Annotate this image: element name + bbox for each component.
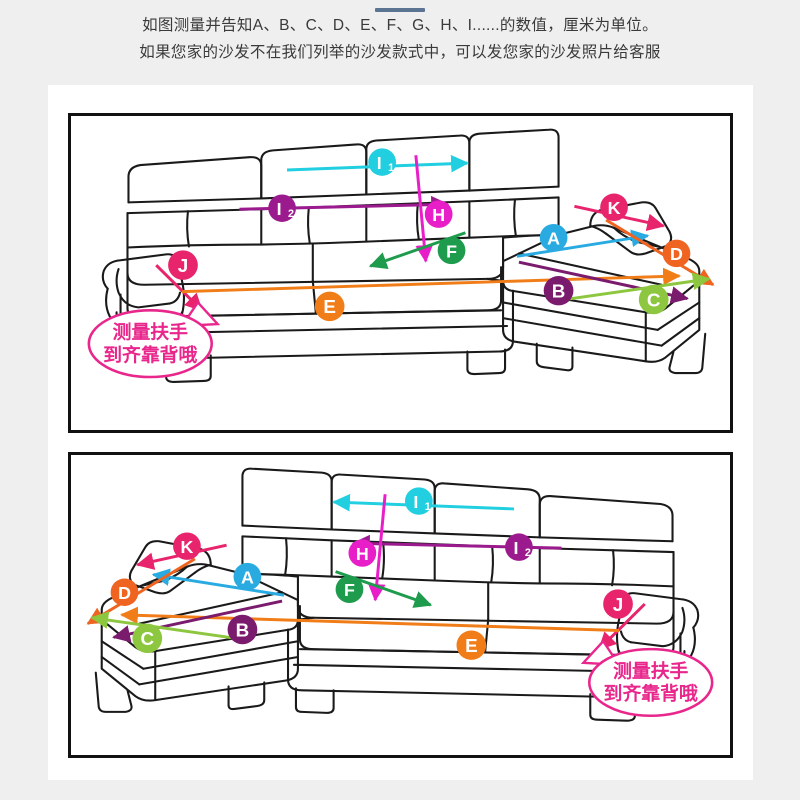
sofa-diagram-left-chaise: 测量扶手 到齐靠背哦 I 2 I 1 H: [86, 467, 714, 722]
figure-bottom-box: 测量扶手 到齐靠背哦 I 2 I 1 H: [68, 452, 733, 758]
label-badges: I 2 I 1 H J E: [110, 487, 633, 660]
badge-K-text: K: [181, 537, 194, 557]
badge-J-text: J: [613, 594, 623, 615]
measurement-arrows: [86, 493, 646, 651]
sofa-diagram-right-chaise: 测量扶手 到齐靠背哦 I 2 I 1 H: [87, 128, 715, 383]
badge-E: E: [456, 630, 487, 660]
badge-C-text: C: [141, 628, 155, 649]
callout-line-2: 到齐靠背哦: [604, 683, 698, 704]
badge-J-text: J: [178, 255, 188, 276]
badge-H-text: H: [356, 544, 369, 564]
badge-B: B: [543, 275, 574, 306]
arrow-J: [155, 264, 203, 312]
arrow-A: [516, 229, 650, 258]
callout-bubble-bottom: [580, 639, 714, 718]
callout-line-2: 到齐靠背哦: [103, 344, 197, 365]
badge-A-text: A: [241, 568, 254, 588]
measurement-arrows: [155, 154, 715, 312]
badge-I1-sub: 1: [425, 501, 431, 513]
badge-K: K: [173, 532, 201, 560]
arrow-J: [598, 602, 646, 651]
badge-D: D: [662, 239, 691, 268]
badge-C-text: C: [647, 289, 661, 310]
badge-H: H: [348, 539, 377, 567]
badge-I2-sub: 2: [525, 547, 531, 559]
badge-I2-sub: 2: [288, 208, 294, 220]
badge-I2: I 2: [505, 533, 533, 561]
badge-B-text: B: [236, 619, 250, 640]
callout-bubble-top: 测量扶手 到齐靠背哦: [87, 300, 221, 379]
badge-B: B: [227, 614, 258, 645]
badge-I1-text: I: [413, 492, 418, 512]
badge-C: C: [638, 284, 669, 315]
badge-B-text: B: [552, 281, 566, 302]
badge-A: A: [539, 223, 568, 252]
header-line-1: 如图测量并告知A、B、C、D、E、F、G、H、I......的数值，厘米为单位。: [142, 17, 658, 34]
arrow-A: [151, 568, 285, 597]
badge-K-text: K: [608, 198, 621, 218]
badge-F: F: [335, 575, 364, 604]
badge-K: K: [600, 193, 628, 221]
arrow-C: [90, 611, 243, 641]
badge-F-text: F: [344, 580, 355, 600]
badge-I1: I 1: [404, 487, 433, 515]
arrow-H: [414, 155, 434, 263]
badge-I2-text: I: [513, 538, 518, 558]
badge-C: C: [132, 623, 163, 654]
badge-F: F: [437, 236, 466, 265]
badge-E-text: E: [465, 635, 478, 656]
arrow-C: [558, 272, 711, 302]
badge-I2-text: I: [277, 199, 282, 219]
arrow-H: [367, 494, 387, 602]
callout-bubble-bottom-text: 测量扶手 到齐靠背哦: [604, 661, 698, 704]
badge-J: J: [603, 589, 633, 619]
callout-line-1: 测量扶手: [613, 661, 689, 682]
badge-E-text: E: [323, 296, 336, 317]
badge-D-text: D: [670, 244, 683, 264]
badge-I1-sub: 1: [388, 162, 394, 174]
badge-J: J: [168, 250, 198, 280]
badge-E: E: [314, 291, 345, 322]
badge-I1: I 1: [368, 148, 397, 176]
badge-A: A: [233, 562, 262, 591]
badge-F-text: F: [446, 241, 457, 261]
header: 如图测量并告知A、B、C、D、E、F、G、H、I......的数值，厘米为单位。…: [0, 12, 800, 66]
badge-I2: I 2: [268, 194, 296, 222]
callout-line-1: 测量扶手: [113, 322, 189, 343]
badge-H: H: [424, 200, 453, 228]
badge-D: D: [110, 578, 139, 606]
badge-I1-text: I: [377, 153, 382, 173]
badge-D-text: D: [118, 583, 131, 603]
header-line-2: 如果您家的沙发不在我们列举的沙发款式中，可以发您家的沙发照片给客服: [139, 44, 661, 61]
badge-H-text: H: [432, 205, 445, 225]
figure-top-box: 测量扶手 到齐靠背哦 I 2 I 1 H: [68, 113, 733, 433]
top-accent-bar: [375, 8, 425, 12]
label-badges: I 2 I 1 H J E: [168, 148, 691, 322]
badge-A-text: A: [547, 229, 560, 249]
